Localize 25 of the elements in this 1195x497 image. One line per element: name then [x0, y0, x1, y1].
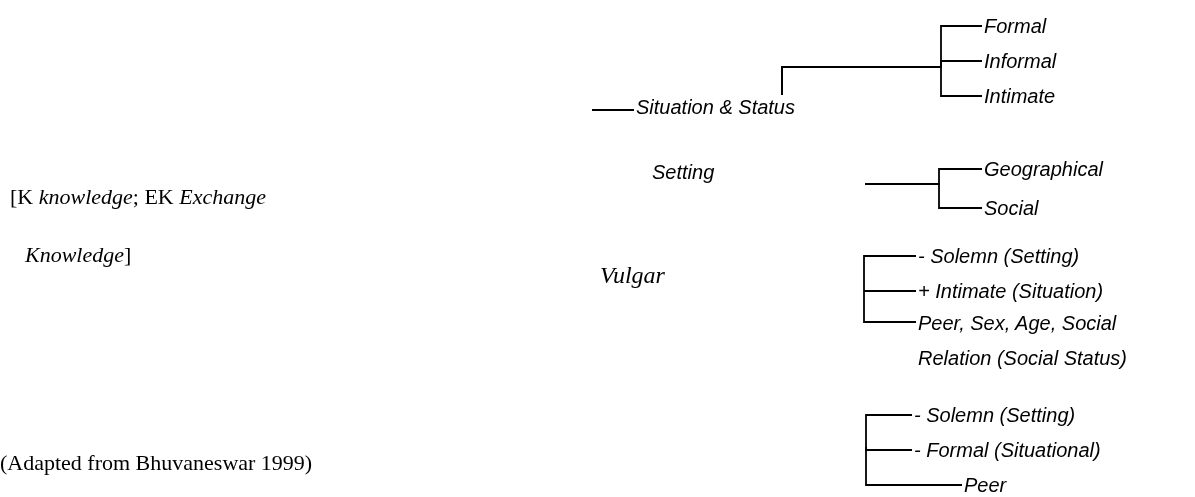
- term-label: Intimate: [982, 84, 1058, 108]
- bracket-line: [864, 183, 983, 209]
- bracket-line: [863, 255, 917, 292]
- source-caption: (Adapted from Bhuvaneswar 1999): [0, 450, 313, 476]
- bracket-line: [863, 290, 917, 323]
- term-label: Peer: [962, 473, 1009, 497]
- term-label: - Solemn (Setting): [916, 244, 1082, 268]
- bracket-line: [591, 109, 635, 111]
- term-label: Formal: [982, 14, 1049, 38]
- term-label: Social: [982, 196, 1041, 220]
- term-label: + Intimate (Situation): [916, 279, 1106, 303]
- bracket-line: [865, 446, 913, 451]
- bracket-line: [865, 414, 913, 448]
- term-label: Informal: [982, 49, 1059, 73]
- term-label: Peer, Sex, Age, Social Relation (Social Status): [916, 306, 1195, 376]
- bracket-line: [781, 66, 983, 97]
- term-label: - Formal (Situational): [912, 438, 1103, 462]
- abbreviation-note: [K knowledge; EK Exchange Knowledge]: [10, 183, 267, 269]
- term-label: - Solemn (Setting): [912, 403, 1078, 427]
- term-label: Situation & Status: [634, 95, 797, 119]
- term-label: Geographical: [982, 157, 1105, 181]
- term-label: Setting: [650, 160, 717, 184]
- bracket-line: [865, 446, 963, 486]
- bracket-line: [863, 290, 917, 292]
- term-label: Vulgar: [598, 260, 667, 290]
